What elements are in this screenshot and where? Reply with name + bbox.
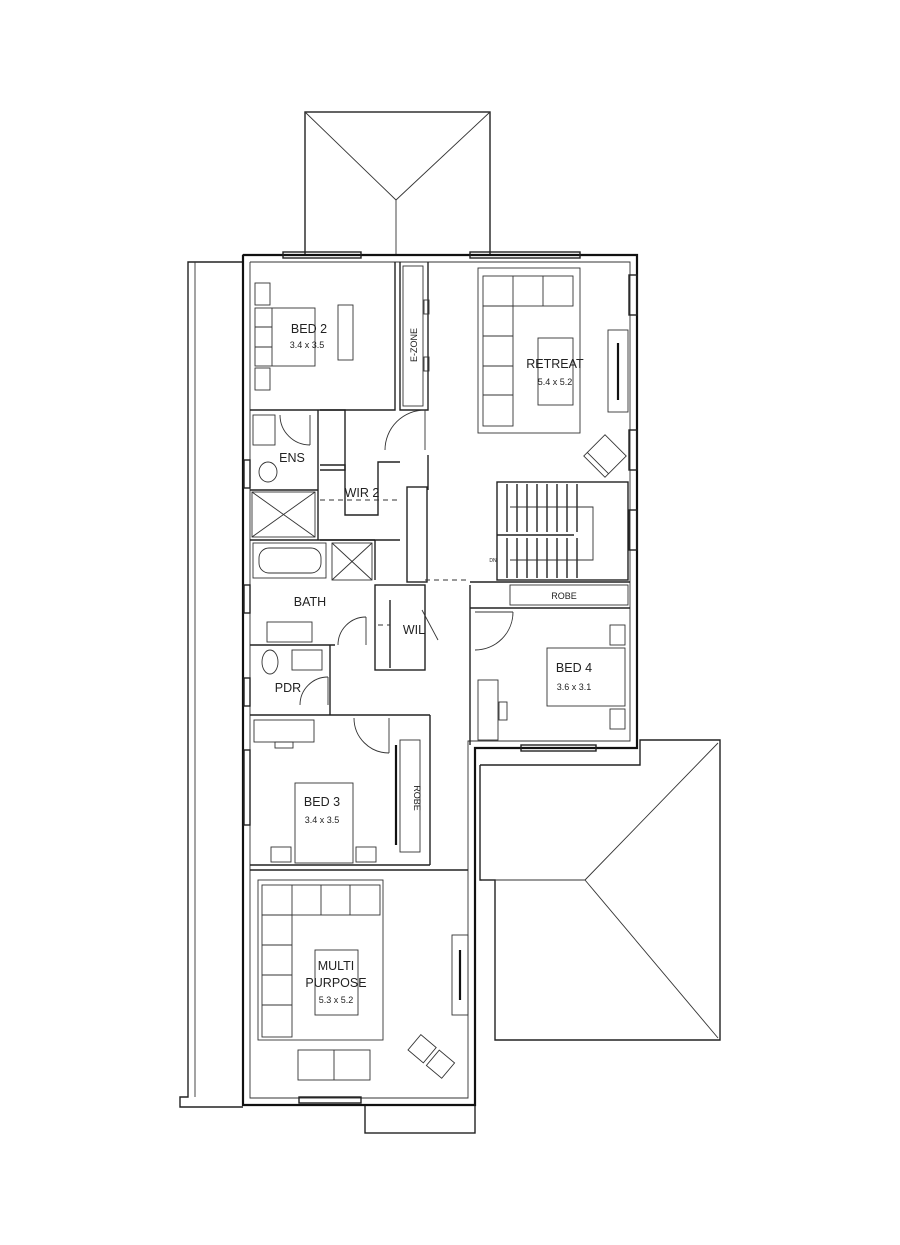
external-walls — [241, 253, 639, 1107]
room-label-bed-4: BED 4 — [556, 661, 592, 675]
bed-3-bed — [294, 782, 354, 864]
e-zone-desk — [402, 265, 424, 407]
tv-unit — [451, 934, 469, 1016]
ensuite-shower — [251, 491, 316, 538]
chair — [498, 701, 508, 721]
side-roof — [479, 739, 721, 1041]
room-size-bed-4: 3.6 x 3.1 — [557, 682, 592, 692]
coffee-table — [314, 949, 359, 1016]
room-size-bed-3: 3.4 x 3.5 — [305, 815, 340, 825]
room-label-wir-2: WIR 2 — [345, 486, 380, 500]
room-size-bed-2: 3.4 x 3.5 — [290, 340, 325, 350]
door-swings — [279, 409, 514, 754]
internal-walls — [250, 262, 630, 871]
bathtub-basin — [258, 547, 322, 574]
windows — [243, 251, 638, 1104]
room-label-retreat: RETREAT — [526, 357, 584, 371]
robe-bed-3 — [399, 739, 421, 853]
retreat-sofa — [477, 267, 581, 434]
bed-4-desk — [477, 679, 499, 741]
porch-projection — [364, 1104, 476, 1134]
chair — [423, 356, 430, 372]
ensuite-vanity — [252, 414, 276, 446]
chair — [423, 299, 430, 315]
balcony — [179, 261, 243, 1108]
room-label-wil: WIL — [403, 623, 425, 637]
room-label-multi-2: PURPOSE — [305, 976, 366, 990]
room-label-bed-2: BED 2 — [291, 322, 327, 336]
bed-2-furniture — [254, 282, 354, 391]
stairs-down-label: DN — [489, 558, 497, 564]
bedside-table — [609, 624, 626, 646]
bath-vanity — [266, 621, 313, 643]
armchair — [583, 434, 627, 478]
front-roof — [304, 111, 491, 256]
bedside-table — [609, 708, 626, 730]
powder-toilet — [261, 649, 279, 675]
robe-bed-4 — [509, 584, 629, 606]
room-label-robe-bed-3: ROBE — [412, 785, 422, 811]
room-label-bed-3: BED 3 — [304, 795, 340, 809]
ensuite-toilet — [258, 461, 278, 483]
bedside-table — [355, 846, 377, 863]
armchairs — [407, 1034, 456, 1079]
room-size-retreat: 5.4 x 5.2 — [538, 377, 573, 387]
tv-unit — [607, 329, 629, 413]
bed-4-bed — [546, 647, 626, 707]
staircase — [496, 481, 629, 581]
coffee-table — [537, 337, 574, 406]
bath-shower — [331, 542, 373, 581]
room-label-multi-1: MULTI — [318, 959, 355, 973]
room-label-e-zone: E-ZONE — [409, 328, 419, 362]
room-size-multi: 5.3 x 5.2 — [319, 995, 354, 1005]
bedside-table — [270, 846, 292, 863]
room-label-bath: BATH — [294, 595, 326, 609]
room-label-ens: ENS — [279, 451, 305, 465]
multi-purpose-sofa — [257, 879, 384, 1041]
chair — [274, 741, 294, 749]
room-label-robe-bed-4: ROBE — [551, 591, 577, 601]
bed-3-desk — [253, 719, 315, 743]
powder-vanity — [291, 649, 323, 671]
bathtub — [252, 542, 327, 579]
room-label-pdr: PDR — [275, 681, 301, 695]
